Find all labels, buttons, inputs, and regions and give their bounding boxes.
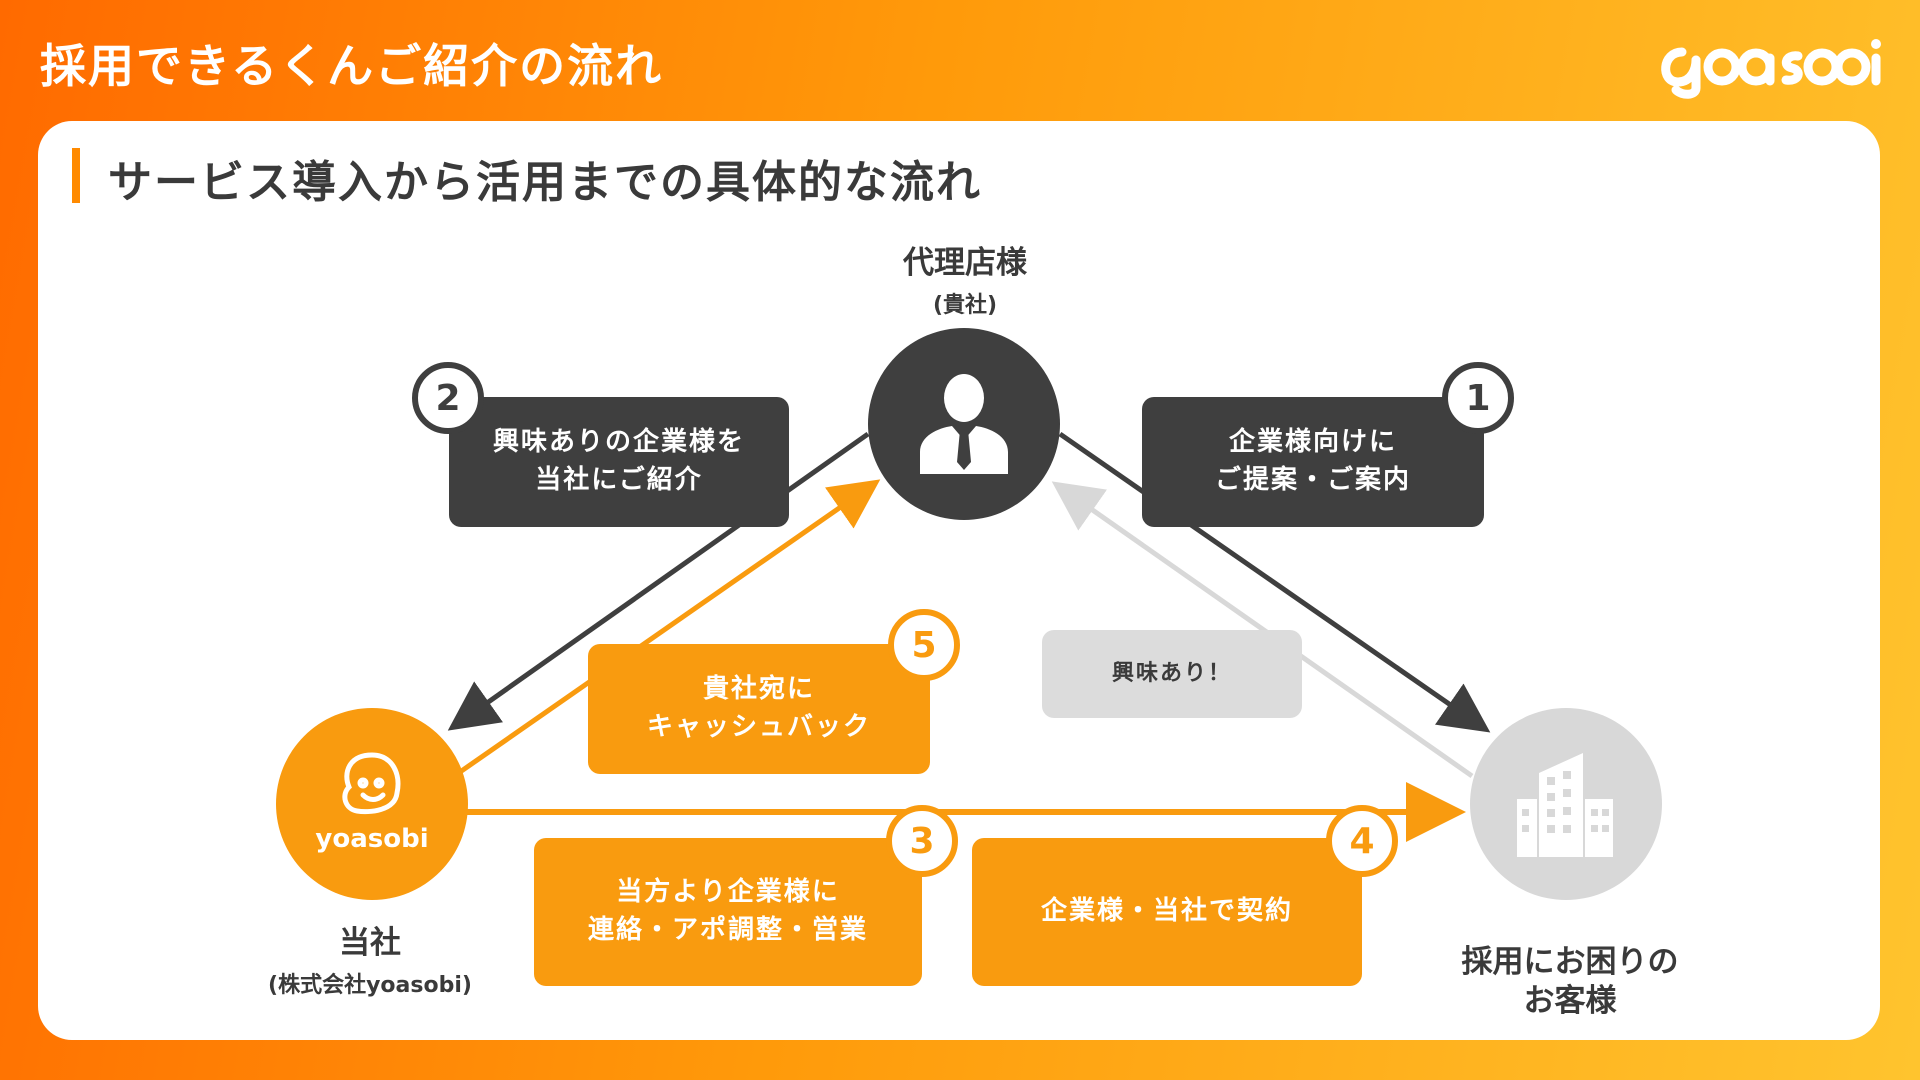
step-4-box: 企業様・当社で契約	[972, 838, 1362, 986]
building-icon	[1511, 747, 1621, 861]
step-1-box: 企業様向けに ご提案・ご案内	[1142, 397, 1484, 527]
arrow-agency-to-company	[447, 431, 870, 731]
step-3-box: 当方より企業様に 連絡・アポ調整・営業	[534, 838, 922, 986]
agency-label: 代理店様 (貴社)	[860, 244, 1070, 319]
step-1-number: 1	[1442, 362, 1514, 434]
client-name: 採用にお困りの お客様	[1461, 944, 1679, 1019]
company-name: 当社	[339, 925, 401, 961]
client-node	[1470, 708, 1662, 900]
interest-label-box: 興味あり！	[1042, 630, 1302, 718]
step-4-number: 4	[1326, 805, 1398, 877]
yoasobi-mascot-icon: yoasobi	[297, 747, 447, 861]
mascot-logo-text: yoasobi	[315, 824, 428, 854]
company-label: 当社 (株式会社yoasobi)	[230, 924, 510, 999]
subtitle-accent-bar	[72, 148, 80, 203]
step-5-box: 貴社宛に キャッシュバック	[588, 644, 930, 774]
businessman-icon	[916, 370, 1012, 478]
section-title: サービス導入から活用までの具体的な流れ	[108, 157, 982, 208]
company-node: yoasobi	[276, 708, 468, 900]
agency-sub: (貴社)	[932, 292, 998, 318]
yoasobi-logo	[1652, 30, 1884, 100]
step-2-box: 興味ありの企業様を 当社にご紹介	[449, 397, 789, 527]
client-label: 採用にお困りの お客様	[1420, 924, 1720, 1040]
agency-name: 代理店様	[903, 245, 1027, 281]
step-2-number: 2	[412, 362, 484, 434]
step-5-number: 5	[888, 609, 960, 681]
page-title: 採用できるくんご紹介の流れ	[40, 39, 664, 93]
arrow-company-to-agency	[458, 479, 881, 775]
step-3-number: 3	[886, 805, 958, 877]
company-sub: (株式会社yoasobi)	[268, 972, 472, 998]
arrow-agency-to-client	[1058, 431, 1491, 733]
agency-node	[868, 328, 1060, 520]
